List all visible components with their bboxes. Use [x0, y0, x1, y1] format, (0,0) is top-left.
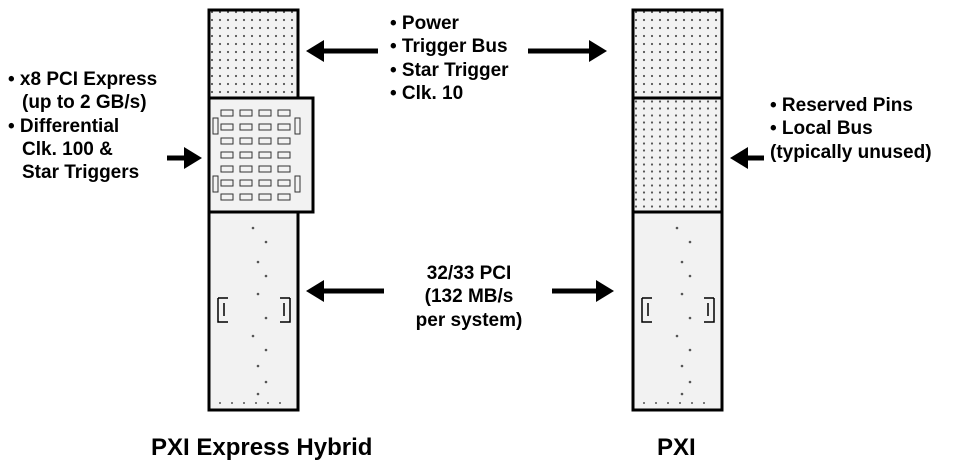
feature-differential: • Differential [8, 115, 120, 137]
pxi-express-hybrid-module [207, 8, 315, 412]
pxi-lower-pins [643, 226, 705, 404]
caption-pxi-express-hybrid: PXI Express Hybrid [151, 434, 373, 461]
pci-32-33: 32/33 PCI [426, 263, 512, 284]
signal-clk-10: • Clk. 10 [390, 83, 464, 105]
arrow-top-right [528, 40, 607, 62]
signal-trigger-bus: • Trigger Bus [390, 36, 508, 58]
feature-bandwidth: (up to 2 GB/s) [22, 92, 147, 114]
hybrid-right-key [280, 297, 291, 323]
hybrid-lower-pins [219, 226, 281, 404]
feature-reserved-pins: • Reserved Pins [770, 95, 913, 116]
caption-pxi: PXI [657, 434, 696, 461]
feature-star-triggers: Star Triggers [22, 162, 140, 184]
signal-star-trigger: • Star Trigger [390, 59, 509, 81]
pxi-right-key [704, 297, 715, 323]
arrow-pci-left [306, 280, 384, 302]
center-top-signals: • Power • Trigger Bus • Star Trigger • C… [390, 12, 509, 105]
center-pci-info: 32/33 PCI (132 MB/s per system) [398, 262, 540, 332]
pxi-upper-connector [631, 8, 724, 100]
pxi-module [631, 8, 724, 412]
pxi-left-key [641, 297, 652, 323]
hybrid-upper-connector [207, 8, 300, 100]
pci-express-pin-grid [212, 109, 301, 201]
feature-x8-pci-express: • x8 PCI Express [8, 69, 158, 90]
right-features: • Reserved Pins • Local Bus (typically u… [770, 94, 932, 164]
hybrid-left-key [217, 297, 228, 323]
signal-power: • Power [390, 13, 459, 34]
feature-typically-unused: (typically unused) [770, 141, 932, 163]
arrow-pci-right [552, 280, 614, 302]
arrow-top-left [306, 40, 378, 62]
pci-per-system: per system) [415, 309, 523, 331]
arrow-right-features [730, 147, 764, 169]
pci-bandwidth: (132 MB/s [424, 286, 514, 308]
arrow-left-features [167, 147, 202, 169]
feature-local-bus: • Local Bus [770, 118, 873, 140]
pci-express-connector [207, 96, 315, 214]
feature-clk-100: Clk. 100 & [22, 139, 113, 161]
pxi-reserved-connector [631, 96, 724, 214]
left-features: • x8 PCI Express (up to 2 GB/s) • Differ… [8, 68, 157, 185]
